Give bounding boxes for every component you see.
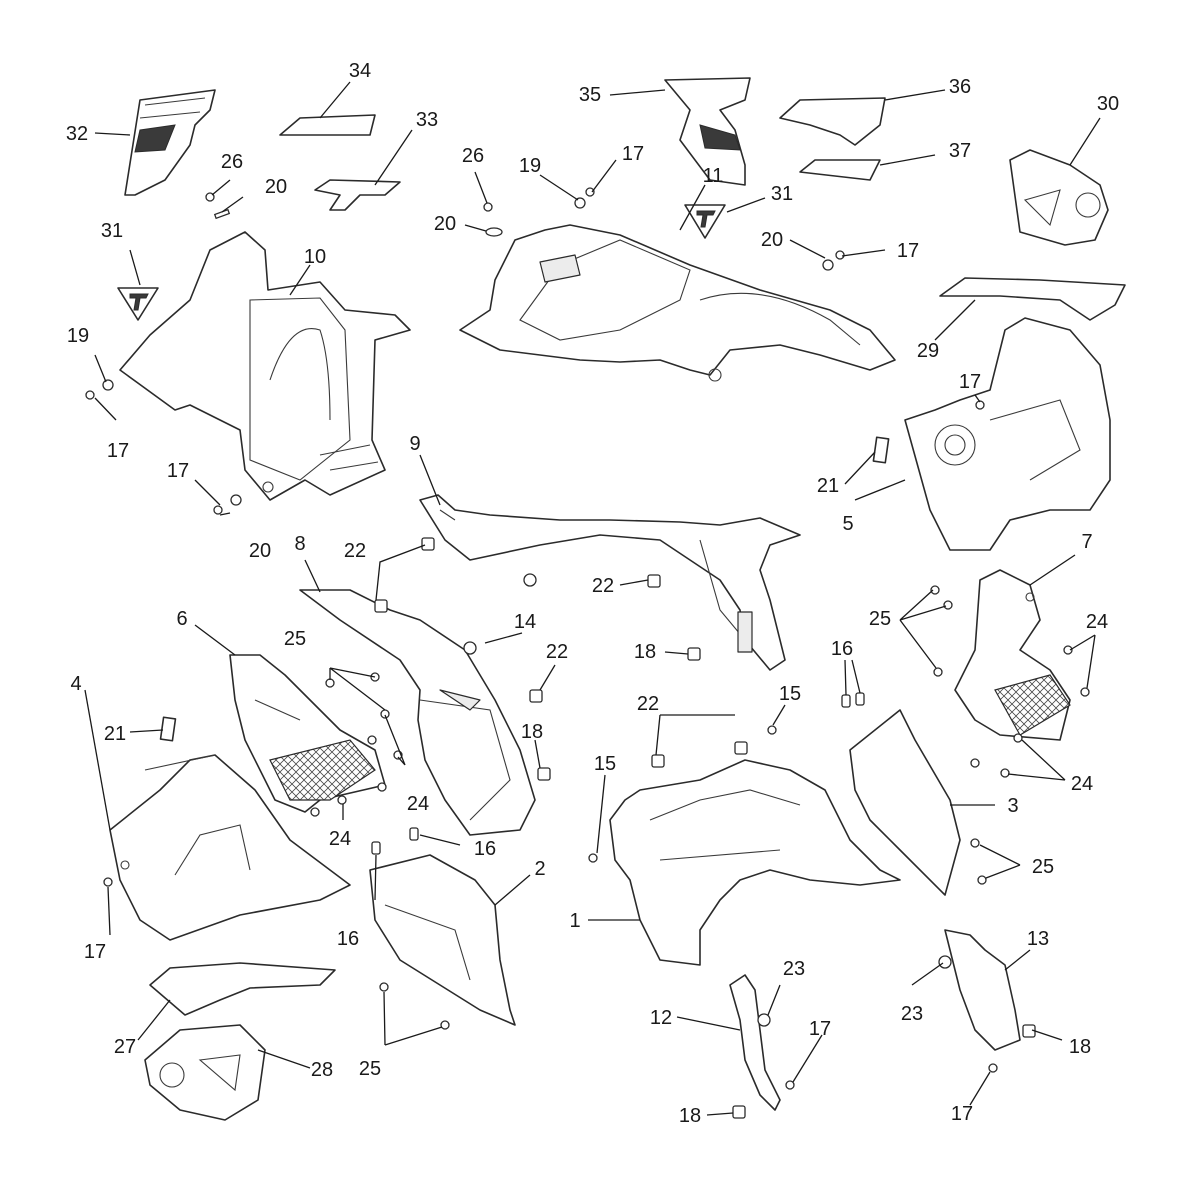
callout-17-b: 17 xyxy=(167,460,189,482)
callout-17-d: 17 xyxy=(897,240,919,262)
callout-24-b: 24 xyxy=(329,828,351,850)
callout-20-a: 20 xyxy=(265,176,287,198)
part-31-emblem-right xyxy=(684,204,726,239)
callout-22-b: 22 xyxy=(592,575,614,597)
part-12-right-bracket xyxy=(729,974,781,1111)
callout-27: 27 xyxy=(114,1036,136,1058)
callout-25-a: 25 xyxy=(284,628,306,650)
part-11-upper-center-panel xyxy=(459,224,896,382)
callout-9: 9 xyxy=(409,433,420,455)
callout-15-left: 15 xyxy=(594,753,616,775)
callout-30: 30 xyxy=(1097,93,1119,115)
part-29-decal xyxy=(939,277,1126,321)
part-3-right-side-panel xyxy=(849,709,961,896)
callout-6: 6 xyxy=(176,608,187,630)
callout-32: 32 xyxy=(66,123,88,145)
part-5-right-upper-panel xyxy=(904,317,1111,551)
part-8-left-inner-duct xyxy=(299,589,536,836)
callout-24-c: 24 xyxy=(1086,611,1108,633)
part-21-right-label xyxy=(872,436,890,464)
callout-17-h: 17 xyxy=(951,1103,973,1125)
callout-37: 37 xyxy=(949,140,971,162)
callout-31-left: 31 xyxy=(101,220,123,242)
callout-8: 8 xyxy=(294,533,305,555)
callout-20-b: 20 xyxy=(434,213,456,235)
callout-1: 1 xyxy=(569,910,580,932)
callout-16-left: 16 xyxy=(337,928,359,950)
part-37-decal xyxy=(799,159,881,181)
callout-25-d: 25 xyxy=(359,1058,381,1080)
callout-31-right: 31 xyxy=(771,183,793,205)
callout-16-right: 16 xyxy=(831,638,853,660)
callout-17-a: 17 xyxy=(107,440,129,462)
callout-35: 35 xyxy=(579,84,601,106)
callout-4: 4 xyxy=(70,673,81,695)
callout-18-c: 18 xyxy=(679,1105,701,1127)
part-13-right-lower-cover xyxy=(944,929,1021,1051)
callout-17-c: 17 xyxy=(622,143,644,165)
callout-11: 11 xyxy=(703,165,724,187)
callout-28: 28 xyxy=(311,1059,333,1081)
part-7-right-mesh-panel xyxy=(954,569,1071,741)
part-2-left-lower-panel xyxy=(369,854,516,1026)
callout-19-a: 19 xyxy=(67,325,89,347)
callout-22-c: 22 xyxy=(546,641,568,663)
callout-17-g: 17 xyxy=(809,1018,831,1040)
callout-19-b: 19 xyxy=(519,155,541,177)
callout-25-b: 25 xyxy=(869,608,891,630)
callout-21-right: 21 xyxy=(817,475,839,497)
callout-18-d: 18 xyxy=(1069,1036,1091,1058)
part-32-decal xyxy=(124,89,216,196)
callout-22-a: 22 xyxy=(344,540,366,562)
callout-18-a: 18 xyxy=(634,641,656,663)
callout-12: 12 xyxy=(650,1007,672,1029)
fasteners xyxy=(85,187,1090,1119)
callout-5: 5 xyxy=(842,513,853,535)
callout-33: 33 xyxy=(416,109,438,131)
callout-17-f: 17 xyxy=(84,941,106,963)
part-33-decal xyxy=(314,179,401,211)
callout-36: 36 xyxy=(949,76,971,98)
callout-34: 34 xyxy=(349,60,371,82)
part-28-decal xyxy=(144,1024,266,1121)
callout-10: 10 xyxy=(304,246,326,268)
part-30-decal xyxy=(1009,149,1109,246)
callout-23-a: 23 xyxy=(783,958,805,980)
callout-25-c: 25 xyxy=(1032,856,1054,878)
part-31-emblem-left xyxy=(117,287,159,321)
callout-3: 3 xyxy=(1007,795,1018,817)
part-4-left-lower-fairing xyxy=(109,754,351,941)
part-1-right-inner-duct xyxy=(609,759,901,966)
callout-24-a: 24 xyxy=(407,793,429,815)
callout-labels: 1 2 3 4 5 6 7 8 9 10 11 12 13 14 15 15 1… xyxy=(66,60,1119,1127)
callout-16-center: 16 xyxy=(474,838,496,860)
callout-15-right: 15 xyxy=(779,683,801,705)
callout-20-c: 20 xyxy=(761,229,783,251)
callout-2: 2 xyxy=(534,858,545,880)
callout-14: 14 xyxy=(514,611,536,633)
callout-29: 29 xyxy=(917,340,939,362)
part-36-decal xyxy=(779,97,886,146)
callout-23-b: 23 xyxy=(901,1003,923,1025)
callout-7: 7 xyxy=(1081,531,1092,553)
part-34-decal xyxy=(279,114,376,136)
callout-18-b: 18 xyxy=(521,721,543,743)
part-6-left-side-panel xyxy=(229,654,386,813)
callout-24-d: 24 xyxy=(1071,773,1093,795)
part-9-center-bracket xyxy=(419,494,801,671)
part-27-decal xyxy=(149,962,336,1016)
callout-21-left: 21 xyxy=(104,723,126,745)
part-35-decal xyxy=(664,77,751,186)
callout-26-a: 26 xyxy=(221,151,243,173)
callout-20-d: 20 xyxy=(249,540,271,562)
part-10-left-upper-panel xyxy=(119,231,411,501)
callout-17-e: 17 xyxy=(959,371,981,393)
callout-13: 13 xyxy=(1027,928,1049,950)
leader-lines xyxy=(84,81,1101,1116)
callout-22-d: 22 xyxy=(637,693,659,715)
callout-26-b: 26 xyxy=(462,145,484,167)
part-21-left-label xyxy=(159,716,177,742)
